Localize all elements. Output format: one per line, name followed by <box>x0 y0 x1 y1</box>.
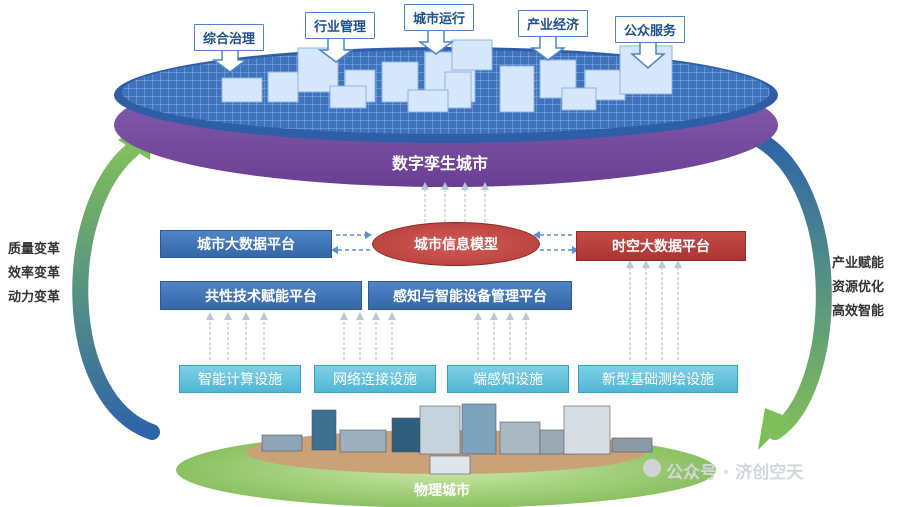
callout-comprehensive-governance: 综合治理 <box>194 24 265 51</box>
network-connection-infra: 网络连接设施 <box>314 365 436 393</box>
callout-city-operation: 城市运行 <box>404 4 475 31</box>
callout-public-service: 公众服务 <box>615 16 686 43</box>
spatiotemporal-big-data-platform: 时空大数据平台 <box>576 231 746 261</box>
right-cycle-arrow <box>752 132 832 440</box>
intelligent-computing-infra: 智能计算设施 <box>179 365 301 393</box>
city-big-data-platform: 城市大数据平台 <box>160 230 332 258</box>
digital-buildings <box>221 39 673 113</box>
right-label-efficient: 高效智能 <box>832 304 885 319</box>
callout-industry-management: 行业管理 <box>305 12 376 39</box>
infra-up-arrows <box>209 264 679 360</box>
sensing-device-management-platform: 感知与智能设备管理平台 <box>368 281 572 310</box>
physical-buildings <box>261 403 653 475</box>
watermark-icon <box>643 459 661 477</box>
right-label-resource: 资源优化 <box>832 280 885 295</box>
left-label-efficiency: 效率变革 <box>8 266 61 281</box>
physical-city-label: 物理城市 <box>414 483 470 499</box>
digital-city-label: 数字孪生城市 <box>392 154 489 173</box>
watermark: 公众号 · 济创空天 <box>666 463 804 483</box>
right-side-labels: 产业赋能 资源优化 高效智能 <box>832 252 884 324</box>
common-tech-enabling-platform: 共性技术赋能平台 <box>160 281 362 310</box>
up-arrows-model <box>424 186 486 222</box>
new-surveying-infra: 新型基础测绘设施 <box>578 365 738 393</box>
left-label-power: 动力变革 <box>8 290 61 305</box>
horizontal-arrows <box>336 234 572 251</box>
right-arrow-head <box>758 408 790 450</box>
city-information-model: 城市信息模型 <box>372 222 540 266</box>
terminal-sensing-infra: 端感知设施 <box>447 365 569 393</box>
callout-industrial-economy: 产业经济 <box>518 10 589 37</box>
left-label-quality: 质量变革 <box>8 242 61 257</box>
left-cycle-arrow <box>72 142 160 440</box>
right-label-industry: 产业赋能 <box>832 256 885 271</box>
left-side-labels: 质量变革 效率变革 动力变革 <box>8 238 60 310</box>
callout-arrows <box>211 27 666 73</box>
city-information-model-label: 城市信息模型 <box>414 237 498 253</box>
